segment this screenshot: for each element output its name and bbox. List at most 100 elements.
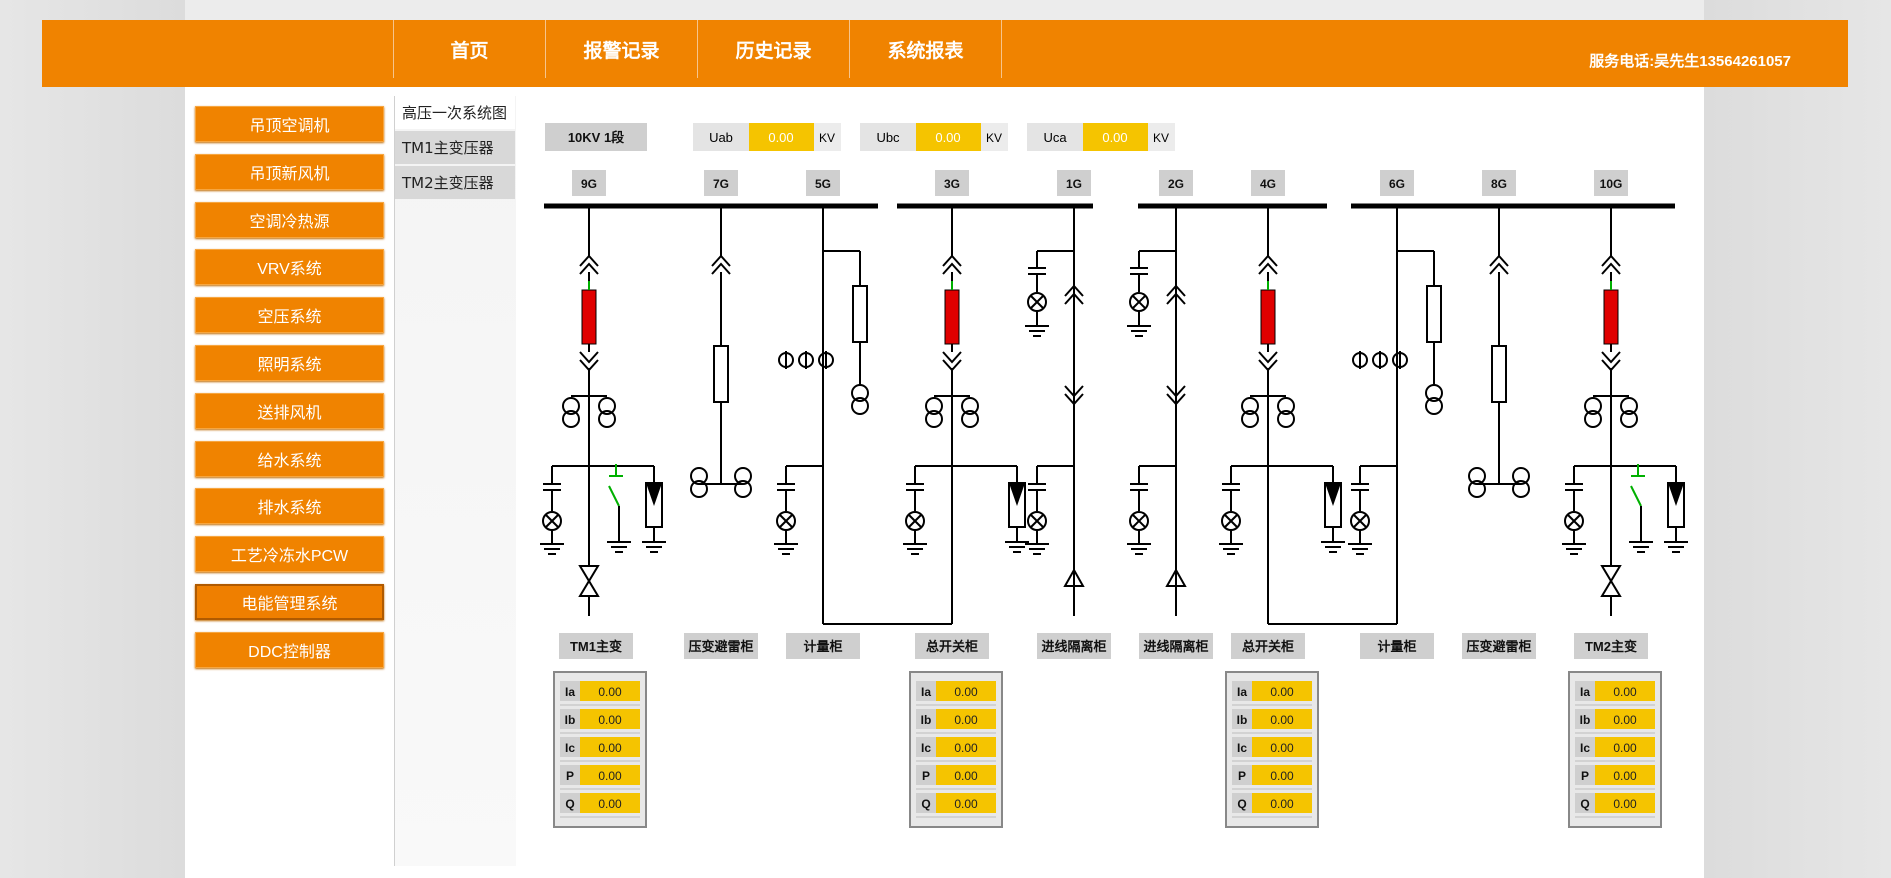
cabinet-label-9: 压变避雷柜 — [1462, 633, 1536, 659]
feeder-tag-5g: 5G — [806, 170, 840, 196]
meter-value-ib: 0.00 — [598, 713, 622, 727]
meter-value-p: 0.00 — [1613, 769, 1637, 783]
sidebar-item-energy-management[interactable]: 电能管理系统 — [195, 583, 384, 620]
meter-label-ic: Ic — [921, 741, 931, 755]
feeder-2g-incoming-isolation — [1127, 206, 1187, 616]
voltage-uca-value: 0.00 — [1102, 130, 1127, 145]
tab-hv-primary-diagram[interactable]: 高压一次系统图 — [395, 96, 515, 129]
meter-value-ic: 0.00 — [598, 741, 622, 755]
cabinet-label-5: 进线隔离柜 — [1037, 633, 1111, 659]
svg-text:1G: 1G — [1066, 177, 1082, 191]
meter-value-ic: 0.00 — [954, 741, 978, 755]
cabinet-label-1: TM1主变 — [559, 633, 633, 659]
nav-home[interactable]: 首页 — [393, 20, 545, 78]
svg-text:总开关柜: 总开关柜 — [1242, 639, 1294, 654]
sub-tabs: 高压一次系统图 TM1主变压器 TM2主变压器 — [394, 96, 518, 866]
cabinet-label-3: 计量柜 — [786, 633, 860, 659]
svg-text:Ubc: Ubc — [876, 130, 900, 145]
sidebar-item-air-compressor[interactable]: 空压系统 — [195, 297, 384, 334]
svg-text:进线隔离柜: 进线隔离柜 — [1041, 639, 1106, 654]
meter-value-p: 0.00 — [598, 769, 622, 783]
sidebar-item-ventilation[interactable]: 送排风机 — [195, 392, 384, 429]
svg-text:Uab: Uab — [709, 130, 733, 145]
main-nav: 首页 报警记录 历史记录 系统报表 — [393, 20, 1002, 78]
sidebar-item-pcw[interactable]: 工艺冷冻水PCW — [195, 536, 384, 573]
svg-text:KV: KV — [986, 131, 1002, 145]
meter-value-q: 0.00 — [954, 797, 978, 811]
meter-label-p: P — [922, 769, 930, 783]
sidebar-item-ceiling-ahu[interactable]: 吊顶空调机 — [195, 106, 384, 142]
voltage-ubc: Ubc 0.00 KV — [860, 123, 1008, 151]
sidebar-item-lighting[interactable]: 照明系统 — [195, 344, 384, 381]
feeder-tag-8g: 8G — [1482, 170, 1516, 196]
left-background — [0, 0, 185, 878]
breaker-closed — [1260, 289, 1276, 345]
meter-value-q: 0.00 — [1613, 797, 1637, 811]
nav-divider — [1001, 20, 1002, 78]
meter-value-p: 0.00 — [1270, 769, 1294, 783]
meter-value-q: 0.00 — [598, 797, 622, 811]
voltage-uca: Uca 0.00 KV — [1027, 123, 1175, 151]
header-bar — [42, 20, 1848, 87]
svg-text:进线隔离柜: 进线隔离柜 — [1143, 639, 1208, 654]
fuse — [1491, 345, 1507, 403]
sidebar-item-ceiling-fresh-air[interactable]: 吊顶新风机 — [195, 153, 384, 190]
meter-label-p: P — [1238, 769, 1246, 783]
voltage-ubc-value: 0.00 — [935, 130, 960, 145]
meter-value-ic: 0.00 — [1613, 741, 1637, 755]
meter-label-q: Q — [1237, 797, 1246, 811]
tab-tm1-transformer[interactable]: TM1主变压器 — [395, 131, 515, 164]
meter-label-ib: Ib — [565, 713, 576, 727]
meter-label-p: P — [1581, 769, 1589, 783]
feeder-tag-4g: 4G — [1251, 170, 1285, 196]
fuse — [1426, 285, 1442, 343]
meter-value-ia: 0.00 — [1613, 685, 1637, 699]
feeder-tag-7g: 7G — [704, 170, 738, 196]
svg-text:9G: 9G — [581, 177, 597, 191]
nav-system-reports[interactable]: 系统报表 — [849, 20, 1001, 78]
svg-text:计量柜: 计量柜 — [1377, 639, 1416, 654]
cabinet-label-10: TM2主变 — [1574, 633, 1648, 659]
fuse — [852, 285, 868, 343]
meter-label-q: Q — [921, 797, 930, 811]
meter-label-ia: Ia — [1580, 685, 1590, 699]
meter-value-ib: 0.00 — [1613, 713, 1637, 727]
meter-value-ia: 0.00 — [954, 685, 978, 699]
svg-text:4G: 4G — [1260, 177, 1276, 191]
sidebar-item-water-supply[interactable]: 给水系统 — [195, 440, 384, 477]
meter-label-ia: Ia — [921, 685, 931, 699]
feeder-tag-3g: 3G — [935, 170, 969, 196]
sidebar-item-vrv[interactable]: VRV系统 — [195, 249, 384, 286]
meter-label-p: P — [566, 769, 574, 783]
breaker-closed — [944, 289, 960, 345]
svg-text:计量柜: 计量柜 — [803, 639, 842, 654]
cabinet-label-4: 总开关柜 — [915, 633, 989, 659]
svg-text:2G: 2G — [1168, 177, 1184, 191]
svg-text:TM2主变: TM2主变 — [1585, 639, 1637, 654]
svg-text:TM1主变: TM1主变 — [570, 639, 622, 654]
sidebar-item-ddc[interactable]: DDC控制器 — [195, 631, 384, 668]
feeder-3g-main-switch — [903, 206, 1029, 624]
meter-value-ic: 0.00 — [1270, 741, 1294, 755]
sidebar-item-drainage[interactable]: 排水系统 — [195, 488, 384, 525]
section-label: 10KV 1段 — [568, 130, 624, 145]
meter-value-p: 0.00 — [954, 769, 978, 783]
tab-tm2-transformer[interactable]: TM2主变压器 — [395, 166, 515, 199]
svg-text:总开关柜: 总开关柜 — [926, 639, 978, 654]
breaker-closed — [1603, 289, 1619, 345]
sidebar-item-hvac-source[interactable]: 空调冷热源 — [195, 201, 384, 238]
meter-value-q: 0.00 — [1270, 797, 1294, 811]
meter-value-ia: 0.00 — [1270, 685, 1294, 699]
feeder-tag-2g: 2G — [1159, 170, 1193, 196]
feeder-4g-main-switch — [1219, 206, 1345, 624]
nav-history-records[interactable]: 历史记录 — [697, 20, 849, 78]
meter-value-ib: 0.00 — [1270, 713, 1294, 727]
feeder-1g-incoming-isolation — [1025, 206, 1085, 616]
meter-label-ib: Ib — [921, 713, 932, 727]
svg-text:KV: KV — [819, 131, 835, 145]
meter-value-ia: 0.00 — [598, 685, 622, 699]
nav-alarm-records[interactable]: 报警记录 — [545, 20, 697, 78]
